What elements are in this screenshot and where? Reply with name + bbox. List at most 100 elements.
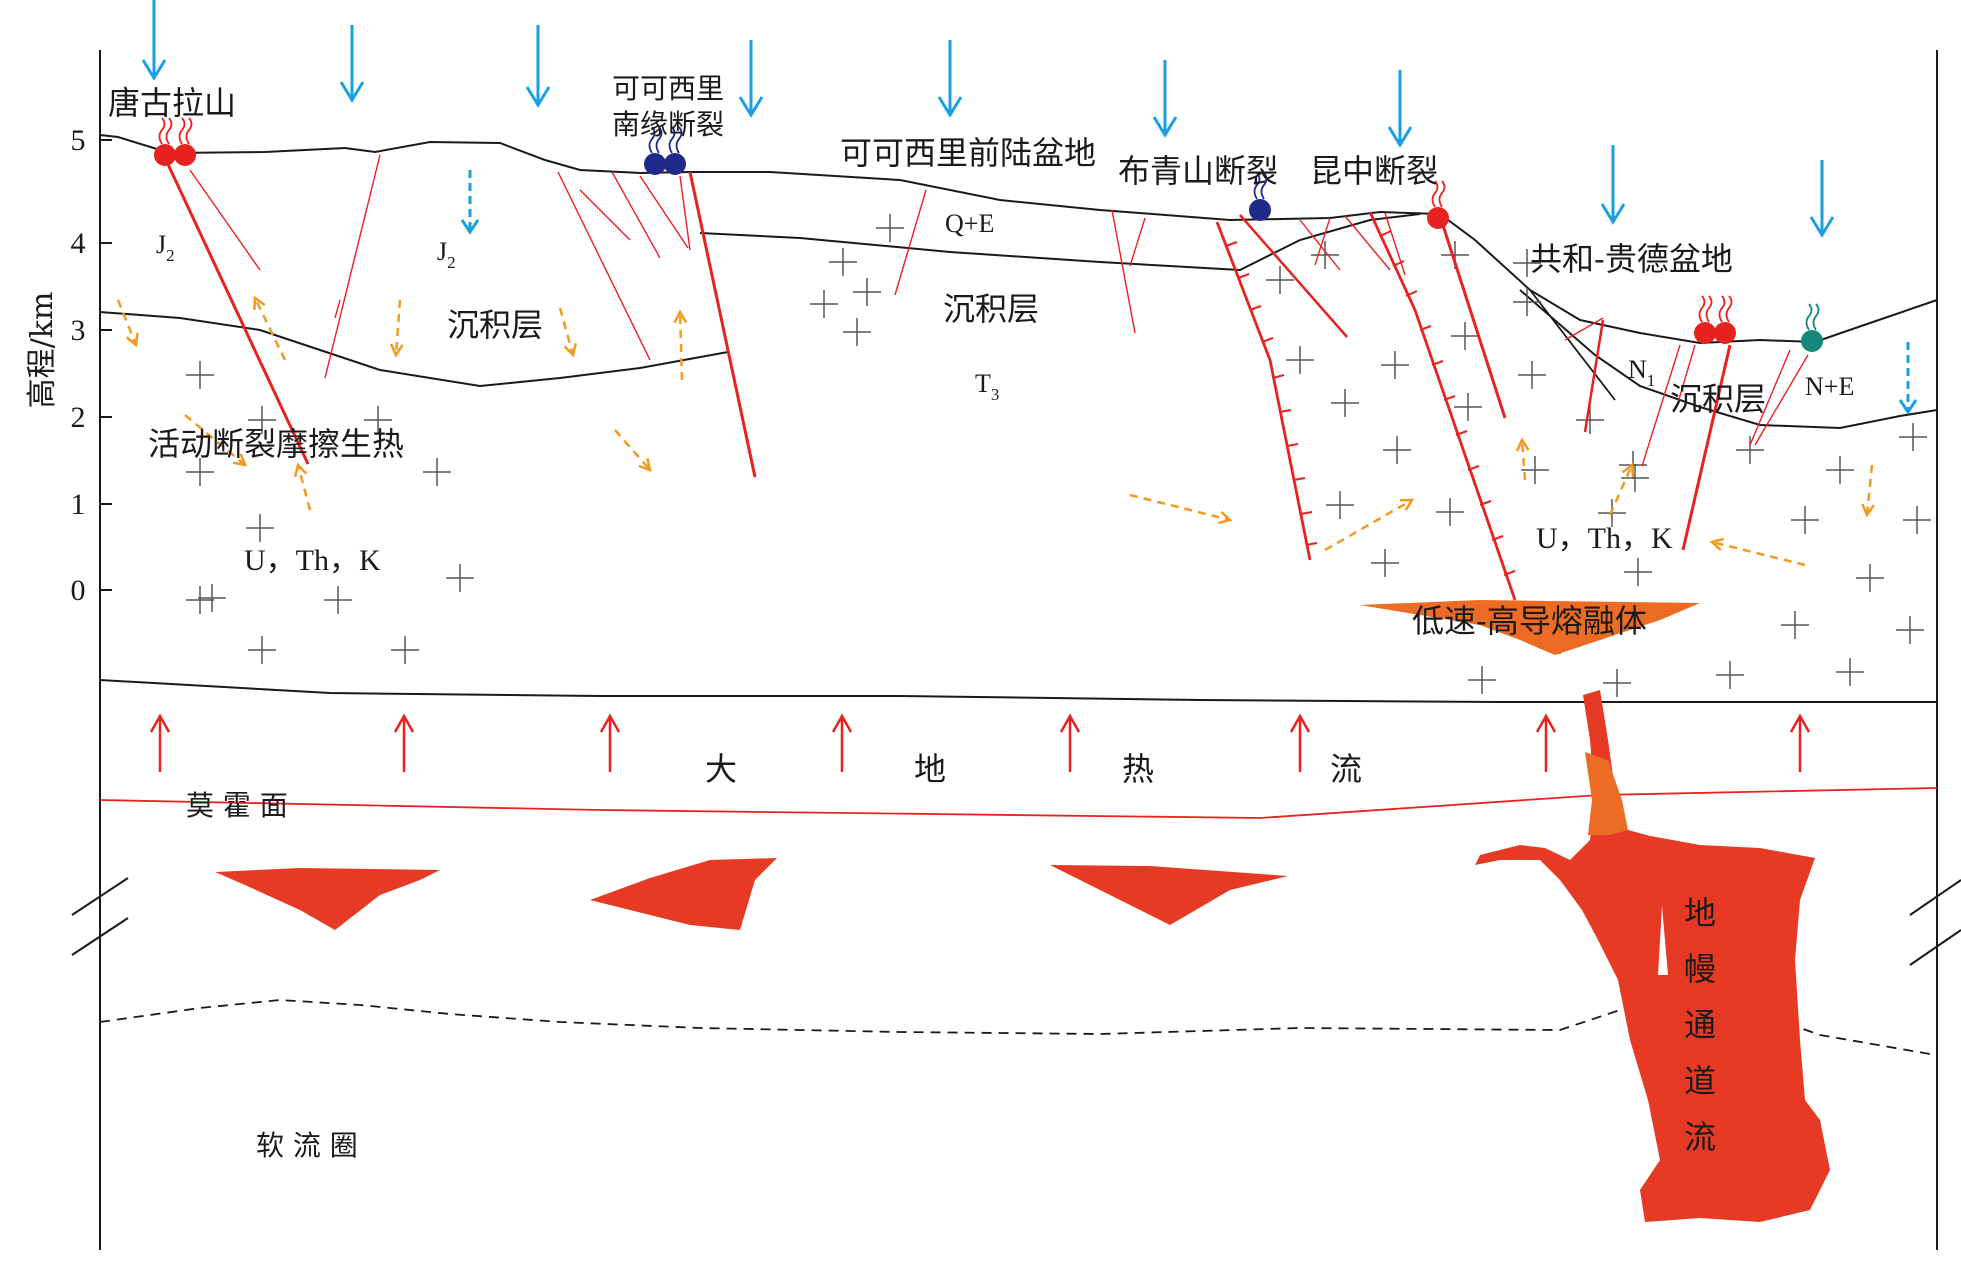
ground-surface-line: [99, 134, 1938, 345]
melt-body-shallow: [1360, 600, 1700, 655]
hot-spring-icon: [1694, 295, 1716, 344]
granite-cross-icon: [1266, 266, 1294, 294]
water-infiltration-arrow-icon: [937, 40, 963, 118]
heat-flow-arrow-icon: [1535, 713, 1557, 772]
heat-flow-arrow-icon: [149, 713, 171, 772]
label-kekexili-basin: 可可西里前陆盆地: [840, 134, 1096, 172]
y-tick-2: 2: [71, 401, 86, 434]
fault-lines: [164, 154, 1809, 601]
granite-cross-icon: [1381, 351, 1409, 379]
magma-pocket-1: [215, 868, 440, 930]
mantle-channel-char-4: 道: [1684, 1062, 1716, 1100]
granite-cross-icon: [246, 514, 274, 542]
water-infiltration-arrow-icon: [141, 0, 167, 81]
granite-cross-icon: [364, 406, 392, 434]
n1-base-line: [1519, 289, 1938, 430]
springs: [154, 117, 1823, 352]
granite-cross-icon: [1836, 658, 1864, 686]
heat-flow-arrow-icon: [116, 299, 139, 348]
granite-cross-icon: [853, 278, 881, 306]
heat-flow-arrow-icon: [1515, 437, 1530, 481]
granite-cross-icon: [810, 290, 838, 318]
qe-base-line: [699, 213, 1421, 272]
granite-cross-icon: [1791, 506, 1819, 534]
granite-cross-icon: [446, 564, 474, 592]
hot-spring-icon: [154, 117, 176, 166]
hot-spring-icon: [1714, 295, 1736, 344]
granite-cross-icon: [1896, 616, 1924, 644]
heat-flow-arrow-icon: [599, 713, 621, 772]
heat-migration-arrows: [116, 295, 1875, 567]
heat-flow-arrow-icon: [558, 307, 577, 358]
water-infiltration-arrow-icon: [1387, 70, 1413, 148]
label-kekexili-fault-1: 可可西里: [612, 72, 724, 105]
water-infiltration-arrow-icon: [525, 25, 551, 108]
water-infiltration-arrow-icon: [1809, 160, 1835, 238]
granite-cross-icon: [1624, 558, 1652, 586]
label-gonghe-basin: 共和-贵德盆地: [1530, 240, 1733, 278]
granite-cross-icon: [1621, 464, 1649, 492]
stratum-qe: Q+E: [945, 209, 994, 238]
granite-cross-icon: [248, 636, 276, 664]
label-friction-heat: 活动断裂摩擦生热: [148, 425, 404, 463]
granite-cross-icon: [1716, 661, 1744, 689]
mantle-channel-char-1: 地: [1684, 894, 1716, 932]
granite-cross-icon: [1781, 611, 1809, 639]
y-axis: 高程/km 5 4 3 2 1 0: [25, 124, 112, 607]
granite-cross-icon: [1899, 423, 1927, 451]
heat-flow-arrow-icon: [1324, 498, 1415, 552]
mantle-channel-char-5: 流: [1684, 1118, 1716, 1156]
granite-cross-icon: [1468, 666, 1496, 694]
granite-cross-icon: [876, 214, 904, 242]
water-infiltration-arrow-icon: [738, 40, 764, 118]
granite-cross-icon: [391, 636, 419, 664]
heat-flow-char-2: 地: [914, 750, 946, 788]
stratum-ne: N+E: [1805, 372, 1854, 401]
heat-flow-arrow-icon: [673, 309, 688, 381]
cold-spring-icon: [664, 126, 686, 175]
heat-flow-arrow-icon: [253, 295, 287, 361]
heat-flow-arrow-icon: [389, 299, 404, 358]
thrust-teeth: [1225, 230, 1516, 576]
sediment-label-right: 沉积层: [1670, 380, 1766, 418]
upper-crust-base-line: [99, 679, 1937, 703]
water-infiltration-arrows: [141, 0, 1918, 415]
label-buqingshan-fault: 布青山断裂: [1118, 152, 1278, 190]
granite-cross-icon: [1736, 436, 1764, 464]
water-infiltration-arrow-icon: [339, 25, 365, 103]
heat-flow-arrow-icon: [184, 414, 248, 467]
granite-cross-icon: [1454, 393, 1482, 421]
n1-boundary-fault-line: [1529, 289, 1616, 401]
granite-cross-icon: [186, 458, 214, 486]
label-elements-left: U，Th，K: [244, 544, 381, 577]
label-elements-right: U，Th，K: [1536, 522, 1673, 555]
cold-spring-icon: [1249, 172, 1271, 221]
stratum-j2-left: J2: [156, 230, 175, 265]
mantle-channel-plume: [1475, 690, 1830, 1222]
hot-spring-icon: [174, 117, 196, 166]
magma-pocket-3: [1050, 865, 1288, 925]
sediment-label-left: 沉积层: [447, 306, 543, 344]
y-tick-3: 3: [71, 314, 86, 347]
water-infiltration-arrow-icon: [1898, 342, 1918, 415]
heat-flow-arrow-icon: [614, 429, 652, 472]
granite-cross-icon: [1576, 406, 1604, 434]
granite-cross-icon: [1603, 669, 1631, 697]
mantle-channel-char-2: 幔: [1684, 950, 1716, 988]
granite-cross-icon: [423, 458, 451, 486]
water-infiltration-arrow-icon: [460, 170, 480, 235]
water-infiltration-arrow-icon: [1152, 60, 1178, 138]
heat-flow-arrow-icon: [393, 713, 415, 772]
terrestrial-heat-flow-arrows: [149, 713, 1811, 772]
granite-cross-icon: [843, 318, 871, 346]
granite-cross-icon: [186, 361, 214, 389]
water-infiltration-arrow-icon: [1600, 145, 1626, 225]
mantle-channel-top-orange: [1585, 752, 1628, 835]
cold-spring-icon: [644, 126, 666, 175]
label-moho: 莫 霍 面: [186, 789, 288, 822]
heat-flow-char-3: 热: [1122, 750, 1154, 788]
mantle-channel-char-3: 通: [1684, 1006, 1716, 1044]
y-tick-1: 1: [71, 488, 86, 521]
granite-cross-icon: [1856, 564, 1884, 592]
